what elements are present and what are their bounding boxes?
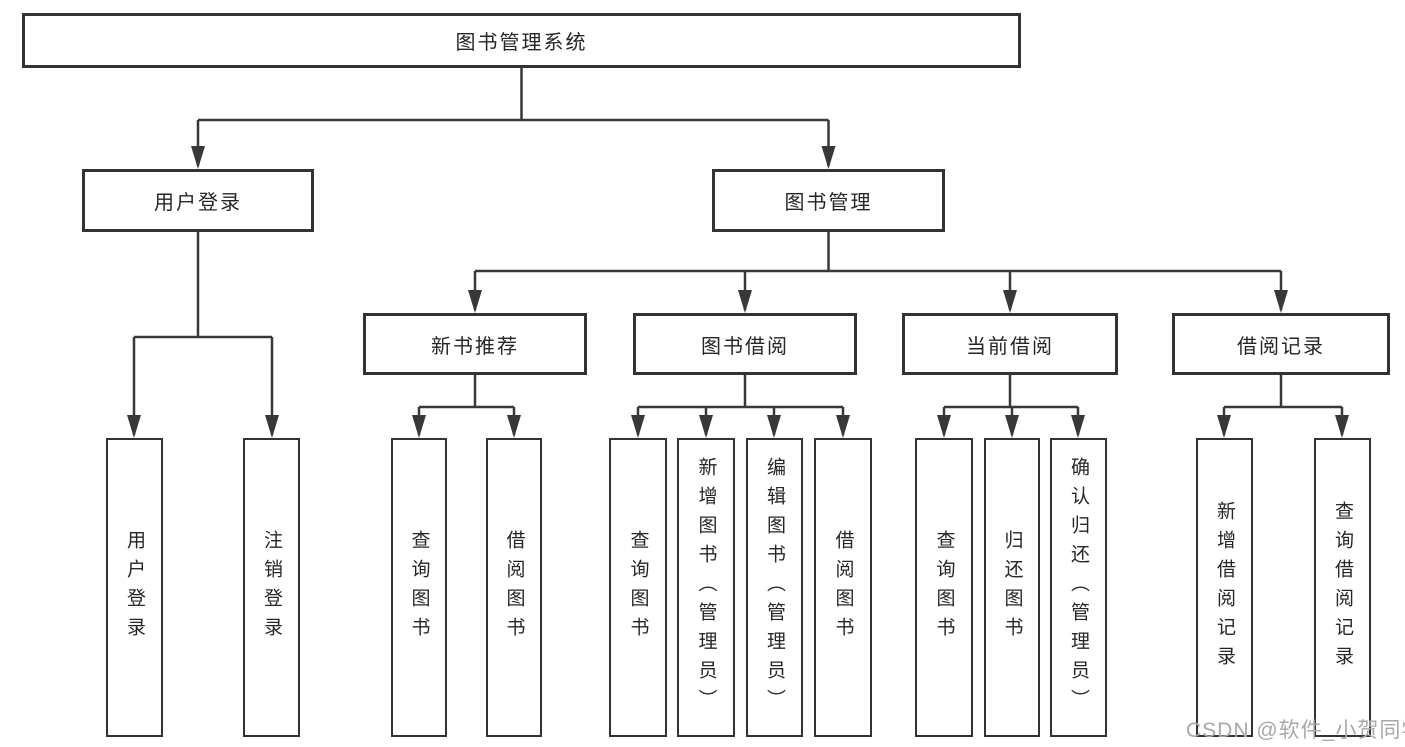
arrow-down-icon bbox=[412, 415, 426, 438]
arrow-down-icon bbox=[1071, 415, 1085, 438]
node-book-management-label: 图书管理 bbox=[784, 192, 873, 214]
arrowheads bbox=[127, 146, 1349, 438]
node-new-book-recommend: 新书推荐 bbox=[363, 313, 587, 375]
arrow-down-icon bbox=[836, 415, 850, 438]
leaf-current-query-books-label: 查询图书 bbox=[933, 529, 955, 646]
connector-borrow-branch bbox=[636, 375, 845, 435]
csdn-watermark: CSDN @软件_小贺同学 bbox=[1186, 719, 1405, 742]
node-user-login: 用户登录 bbox=[82, 169, 314, 232]
node-borrow-records: 借阅记录 bbox=[1172, 313, 1390, 375]
leaf-query-borrow-record-label: 查询借阅记录 bbox=[1332, 500, 1353, 675]
node-new-book-recommend-label: 新书推荐 bbox=[431, 335, 519, 358]
leaf-user-login-label: 用户登录 bbox=[124, 529, 145, 646]
leaf-user-login: 用户登录 bbox=[106, 438, 163, 737]
leaf-borrow-books-label: 借阅图书 bbox=[832, 529, 854, 646]
leaf-return-books: 归还图书 bbox=[984, 438, 1040, 737]
arrow-down-icon bbox=[738, 290, 752, 313]
leaf-return-books-label: 归还图书 bbox=[1001, 529, 1023, 646]
leaf-recommend-query-books-label: 查询图书 bbox=[408, 529, 430, 646]
arrow-down-icon bbox=[767, 415, 781, 438]
connector-records-branch bbox=[1222, 375, 1344, 435]
leaf-confirm-return-admin-label: 确认归还（管理员） bbox=[1068, 457, 1089, 718]
leaf-edit-books-admin: 编辑图书（管理员） bbox=[746, 438, 803, 737]
leaf-add-books-admin-label: 新增图书（管理员） bbox=[695, 457, 717, 718]
arrow-down-icon bbox=[468, 290, 482, 313]
node-book-management: 图书管理 bbox=[712, 169, 945, 232]
arrow-down-icon bbox=[1217, 415, 1231, 438]
leaf-add-borrow-record-label: 新增借阅记录 bbox=[1214, 500, 1235, 675]
leaf-add-books-admin: 新增图书（管理员） bbox=[677, 438, 735, 737]
arrow-down-icon bbox=[507, 415, 521, 438]
arrow-down-icon bbox=[937, 415, 951, 438]
node-book-borrow-label: 图书借阅 bbox=[701, 335, 789, 358]
node-current-borrow: 当前借阅 bbox=[902, 313, 1118, 375]
node-borrow-records-label: 借阅记录 bbox=[1237, 335, 1325, 358]
leaf-recommend-query-books: 查询图书 bbox=[391, 438, 447, 737]
connector-book-mgmt-branch bbox=[473, 232, 1283, 310]
leaf-current-query-books: 查询图书 bbox=[915, 438, 973, 737]
connector-user-login-branch bbox=[132, 232, 274, 435]
leaf-borrow-books: 借阅图书 bbox=[814, 438, 872, 737]
node-book-borrow: 图书借阅 bbox=[633, 313, 857, 375]
arrow-down-icon bbox=[127, 415, 141, 438]
leaf-confirm-return-admin: 确认归还（管理员） bbox=[1050, 438, 1107, 737]
node-current-borrow-label: 当前借阅 bbox=[966, 335, 1054, 358]
leaf-query-borrow-record: 查询借阅记录 bbox=[1314, 438, 1371, 737]
arrow-down-icon bbox=[1274, 290, 1288, 313]
connector-recommend-branch bbox=[417, 375, 516, 435]
node-user-login-label: 用户登录 bbox=[154, 192, 242, 214]
arrow-down-icon bbox=[1005, 415, 1019, 438]
arrow-down-icon bbox=[191, 146, 205, 169]
leaf-borrow-query-books: 查询图书 bbox=[609, 438, 667, 737]
leaf-recommend-borrow-books-label: 借阅图书 bbox=[503, 529, 525, 646]
node-root-label: 图书管理系统 bbox=[455, 32, 588, 54]
leaf-recommend-borrow-books: 借阅图书 bbox=[486, 438, 542, 737]
arrow-down-icon bbox=[1003, 290, 1017, 313]
arrow-down-icon bbox=[1335, 415, 1349, 438]
leaf-add-borrow-record: 新增借阅记录 bbox=[1196, 438, 1253, 737]
arrow-down-icon bbox=[631, 415, 645, 438]
connector-root-branch bbox=[196, 68, 830, 166]
leaf-logout-login: 注销登录 bbox=[243, 438, 300, 737]
leaf-borrow-query-books-label: 查询图书 bbox=[627, 529, 649, 646]
leaf-edit-books-admin-label: 编辑图书（管理员） bbox=[764, 457, 785, 718]
arrow-down-icon bbox=[821, 146, 836, 169]
leaf-logout-login-label: 注销登录 bbox=[261, 529, 282, 646]
arrow-down-icon bbox=[699, 415, 713, 438]
arrow-down-icon bbox=[265, 415, 279, 438]
node-root: 图书管理系统 bbox=[22, 13, 1021, 68]
